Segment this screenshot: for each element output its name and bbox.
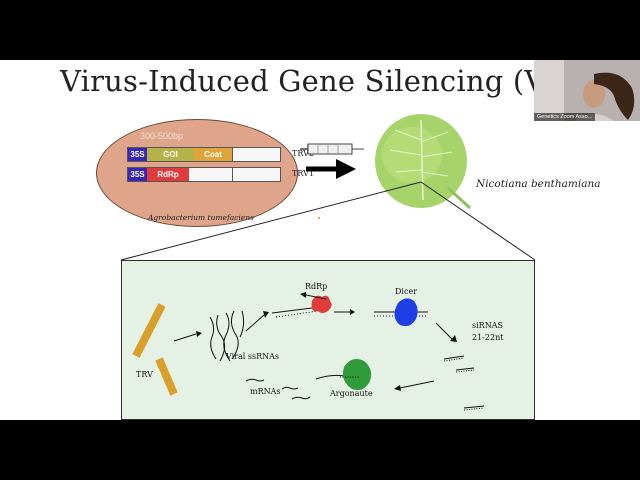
trv1-label: TRV1 <box>292 169 314 178</box>
trv-label: TRV <box>136 370 153 379</box>
mechanism-diagram <box>132 292 485 411</box>
trv2-label: TRV2 <box>292 149 314 158</box>
leaf-icon <box>375 114 472 210</box>
dicer-label: Dicer <box>395 287 418 296</box>
arrow-icon <box>394 380 435 391</box>
sirnas-length-label: 21-22nt <box>472 333 504 342</box>
ssrna-strands <box>209 310 245 362</box>
viral-ssrnas-label: Viral ssRNAs <box>226 352 280 361</box>
agrobacterium-label: Agrobacterium tumefaciens <box>148 213 254 222</box>
trv1-divider <box>232 168 233 181</box>
trv-rods <box>132 303 178 396</box>
arrow-icon <box>300 292 327 300</box>
arrow-right-icon <box>306 159 356 179</box>
plant-species-label: Nicotiana benthamiana <box>476 178 601 190</box>
arrow-icon <box>435 322 457 342</box>
insert-size-label: 300-500bp <box>140 131 184 141</box>
trv2-goi: GOI <box>147 148 194 161</box>
slide-title: Virus-Induced Gene Silencing (VIG <box>60 64 581 98</box>
letterbox-bottom <box>0 420 640 480</box>
trv1-promoter: 35S <box>128 168 147 181</box>
mrna-fragments <box>245 378 311 400</box>
trv2-construct: 35S GOI Coat <box>127 147 281 162</box>
participant-name: Genetics Zoom Asso... <box>534 113 596 121</box>
rdrp-label: RdRp <box>305 282 328 291</box>
sirna-duplexes <box>443 355 485 411</box>
participant-avatar <box>534 60 640 121</box>
trv2-coat: Coat <box>194 148 232 161</box>
arrow-icon <box>173 331 202 342</box>
presentation-slide: Virus-Induced Gene Silencing (VIG 300-50… <box>0 60 640 420</box>
syringe-icon <box>300 143 364 155</box>
trv2-promoter: 35S <box>128 148 147 161</box>
trv2-divider <box>232 148 233 161</box>
participant-video-tile[interactable]: Genetics Zoom Asso... <box>534 60 640 121</box>
argonaute-label: Argonaute <box>330 389 373 398</box>
injection-graphic <box>120 114 536 261</box>
mrnas-label: mRNAs <box>250 387 281 396</box>
argonaute-complex <box>315 359 372 390</box>
arrow-icon <box>245 311 269 332</box>
arrow-icon <box>334 309 355 315</box>
trv1-rdrp: RdRp <box>147 168 189 181</box>
sirnas-label: siRNAS <box>472 321 503 330</box>
trv1-construct: 35S RdRp <box>127 167 281 182</box>
dicer-enzyme <box>374 298 428 327</box>
rdrp-enzyme <box>311 295 332 313</box>
mechanism-panel: TRV Viral ssRNAs RdRp Dicer siRNAS 21-22… <box>121 260 535 420</box>
